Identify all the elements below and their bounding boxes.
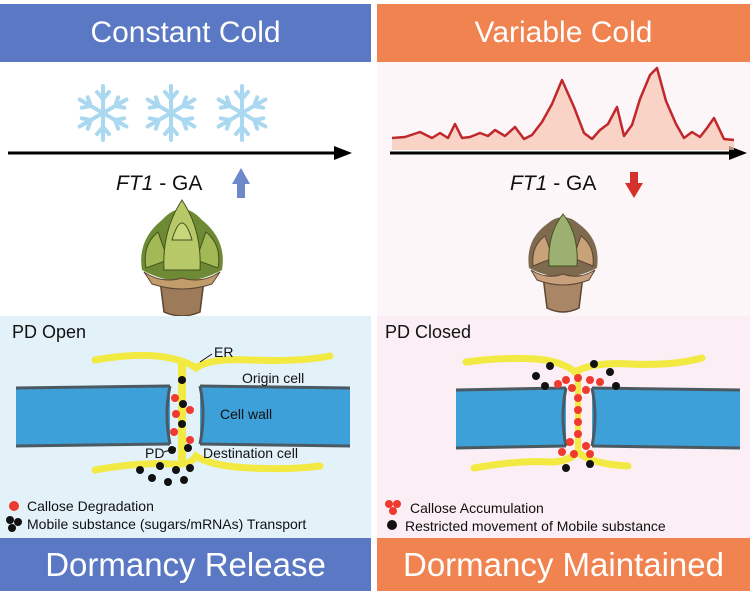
destination-cell-label: Destination cell	[203, 445, 298, 461]
pd-open-title: PD Open	[12, 322, 87, 342]
cell-wall-left-block	[16, 386, 170, 446]
constant-cold-title: Constant Cold	[90, 16, 281, 49]
origin-cell-label: Origin cell	[242, 370, 305, 386]
pd-closed-title: PD Closed	[385, 322, 472, 342]
constant-cold-banner: Constant Cold	[0, 4, 371, 62]
cell-wall-right-block	[200, 386, 350, 446]
callose-dots-right	[554, 374, 604, 458]
er-bottom-left	[91, 450, 324, 474]
legend-mobile-transport: Mobile substance (sugars/mRNAs) Transpor…	[27, 516, 307, 532]
callose-dots-left	[170, 394, 194, 444]
cell-wall-left-block-right	[456, 388, 566, 448]
pd-open-diagram	[15, 351, 351, 486]
variable-cold-title: Variable Cold	[474, 16, 653, 49]
active-bud-illustration	[141, 199, 223, 317]
legend-mobile-marker-left	[6, 516, 22, 532]
hormone-name: - GA	[553, 172, 597, 195]
legend-callose-accumulation: Callose Accumulation	[410, 500, 544, 516]
dormancy-maintained-banner: Dormancy Maintained	[377, 538, 750, 591]
pd-closed-diagram	[455, 354, 741, 472]
gene-name: FT1	[510, 172, 548, 195]
arrow-up-icon	[232, 168, 250, 198]
arrow-down-icon	[625, 172, 643, 198]
mobile-substance-dots-right	[532, 360, 620, 472]
er-top-left	[91, 351, 334, 373]
legend-callose-marker-left	[9, 501, 19, 511]
gene-name: FT1	[116, 172, 154, 195]
dormancy-maintained-text: Dormancy Maintained	[403, 545, 724, 583]
er-bottom-right	[470, 447, 632, 472]
temperature-fluctuation-line	[391, 66, 735, 142]
cell-wall-right-block-right	[592, 388, 740, 448]
mobile-substance-dots-left	[136, 376, 194, 486]
ft1-ga-label-right: FT1 - GA	[510, 172, 596, 196]
legend-mobile-marker-right	[387, 520, 397, 530]
dormancy-release-banner: Dormancy Release	[0, 538, 371, 591]
pd-label: PD	[145, 445, 165, 461]
hormone-name: - GA	[159, 172, 203, 195]
cell-wall-label: Cell wall	[220, 406, 273, 422]
er-label: ER	[214, 344, 234, 360]
legend-restricted-movement: Restricted movement of Mobile substance	[405, 518, 666, 534]
time-arrow-left	[8, 146, 352, 160]
legend-callose-degradation: Callose Degradation	[27, 498, 154, 514]
dormant-bud-illustration	[528, 213, 598, 313]
variable-cold-banner: Variable Cold	[377, 4, 750, 62]
temperature-fluctuation-area	[392, 68, 734, 150]
legend-callose-marker-right	[385, 500, 401, 515]
er-top-right	[462, 354, 706, 377]
ft1-ga-label-left: FT1 - GA	[116, 172, 202, 196]
dormancy-release-text: Dormancy Release	[45, 545, 326, 583]
